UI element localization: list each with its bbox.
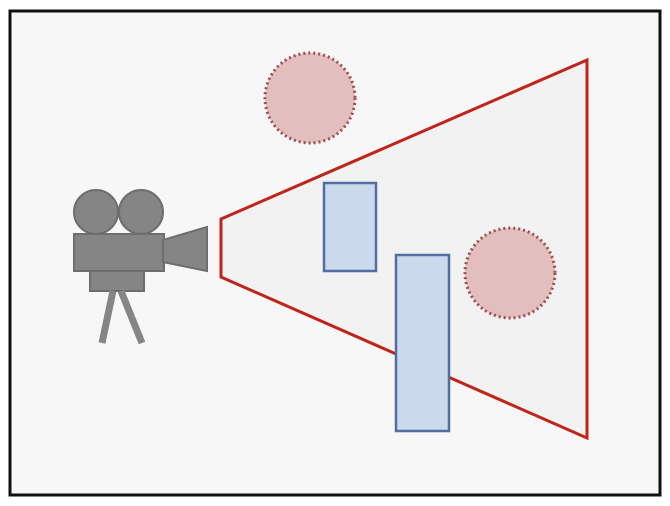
- camera-base: [89, 270, 145, 292]
- tripod-leg-right: [117, 289, 146, 345]
- camera-body: [73, 233, 165, 272]
- camera-lens: [162, 225, 208, 273]
- view-frustum: [219, 57, 589, 441]
- camera-reel-right: [118, 189, 164, 235]
- sphere-outside-frustum: [263, 51, 357, 145]
- camera-reel-left: [73, 189, 119, 235]
- movie-camera-icon: [73, 189, 208, 345]
- box-upper: [322, 181, 378, 273]
- box-lower: [394, 253, 451, 433]
- tripod-leg-left: [98, 290, 117, 344]
- sphere-inside-frustum: [463, 226, 557, 320]
